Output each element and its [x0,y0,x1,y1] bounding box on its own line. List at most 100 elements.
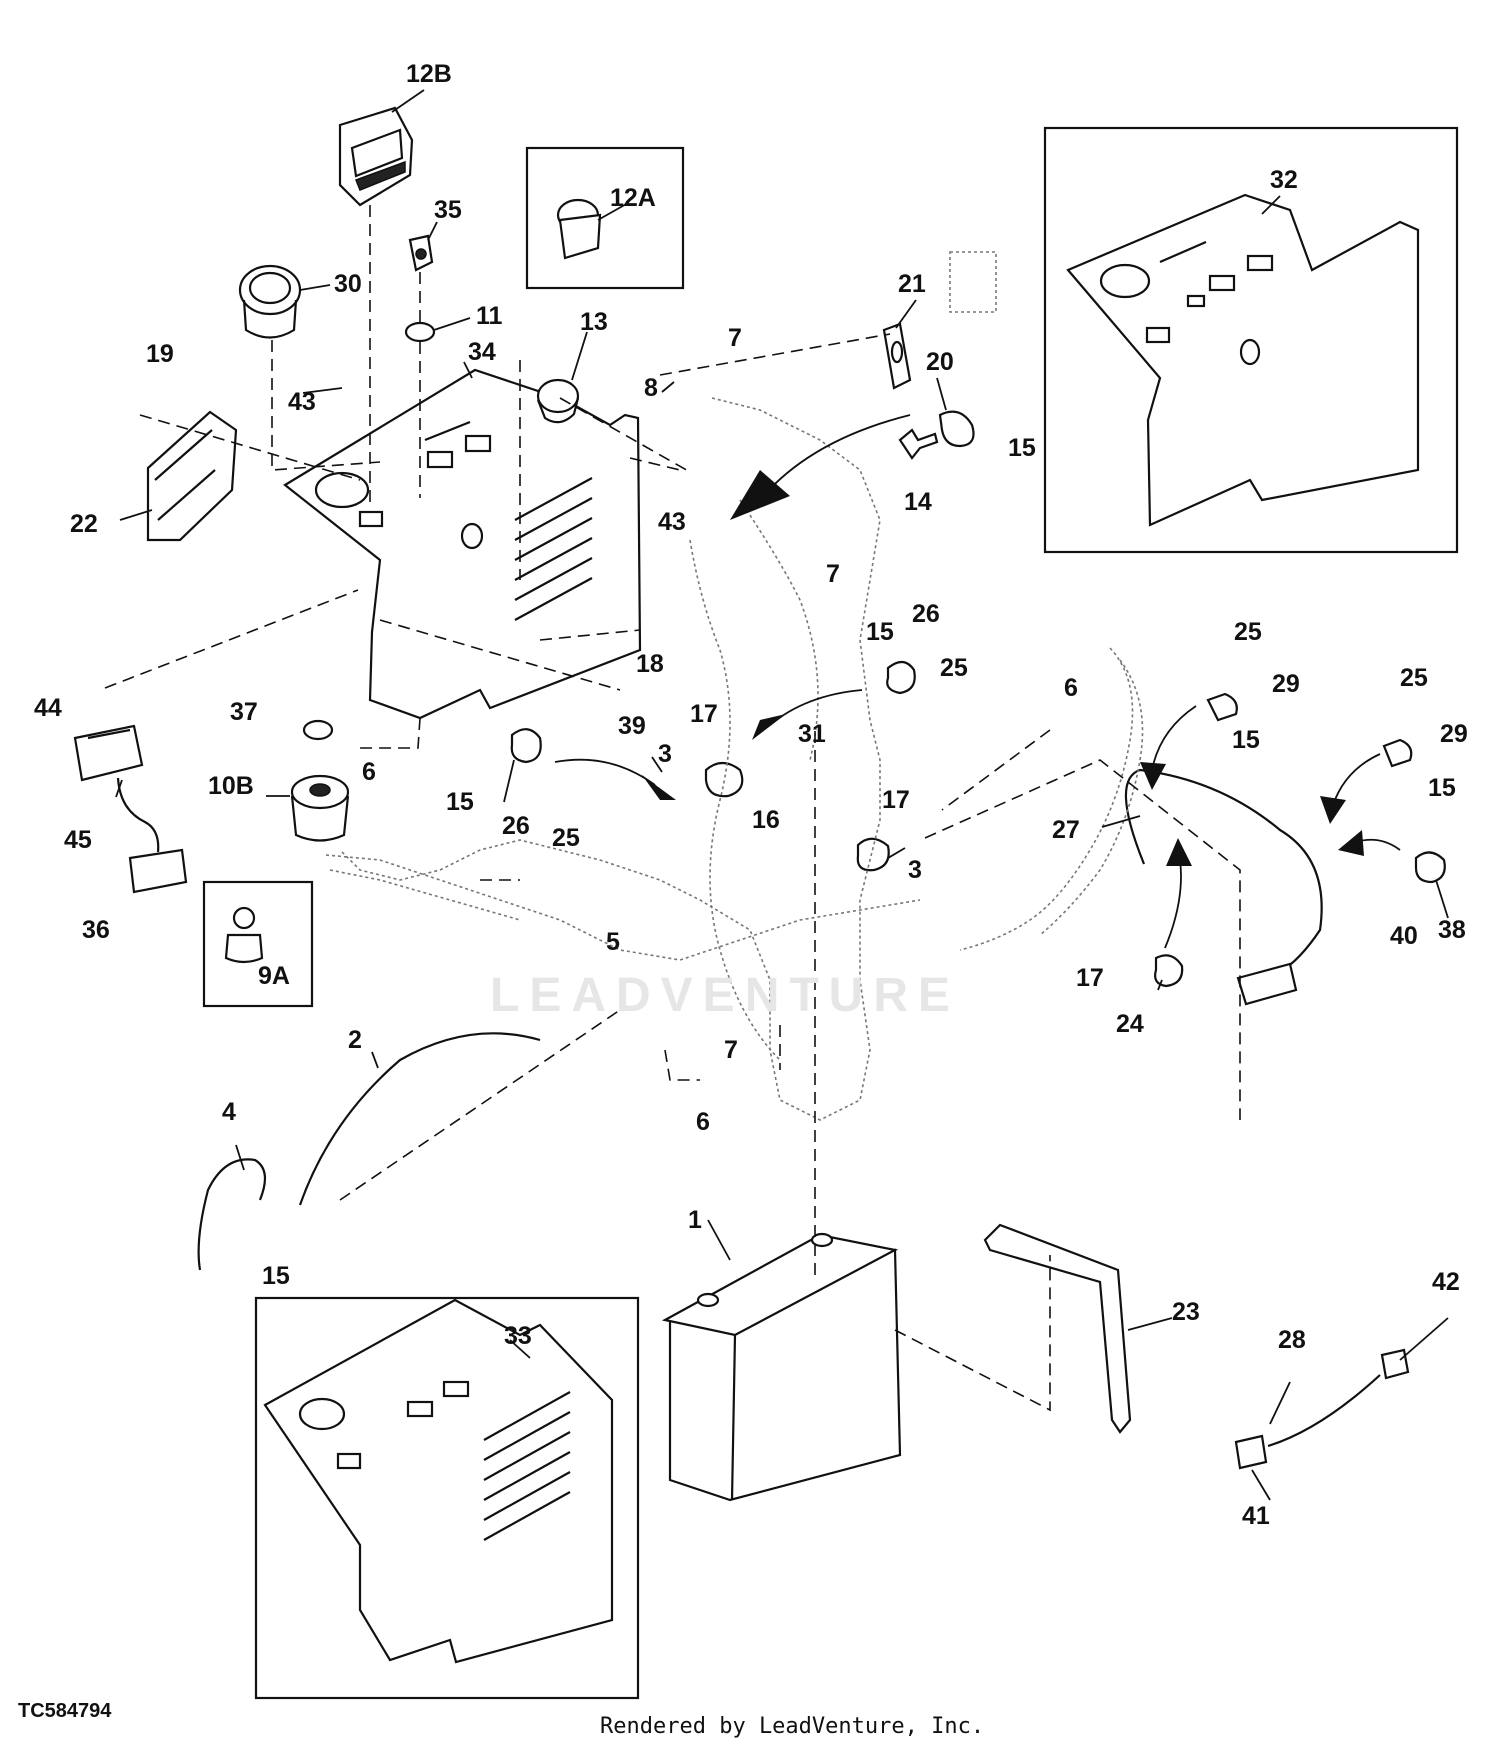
callout-35: 35 [434,196,462,224]
callout-29-a: 29 [1272,670,1300,698]
callout-leaders [115,89,1449,1501]
cable-2 [298,1032,541,1206]
harness-45 [116,777,160,853]
bolt-14 [898,428,939,460]
callout-27: 27 [1052,816,1080,844]
module-22 [146,410,238,542]
switch-12a [556,198,602,260]
switch-12b [338,106,414,207]
callout-11: 11 [476,302,503,330]
callout-32: 32 [1270,166,1298,194]
callout-36: 36 [82,916,110,944]
callout-45: 45 [64,826,92,854]
callout-3-left: 3 [658,740,672,768]
hold-down-23 [983,1223,1132,1434]
figure-id: TC584794 [18,1700,112,1722]
callout-16: 16 [752,806,780,834]
callout-15-mid: 15 [866,618,894,646]
callout-5: 5 [606,928,620,956]
clamp-20 [938,410,975,448]
callout-29-b: 29 [1440,720,1468,748]
callout-15-right-a: 15 [1232,726,1260,754]
callout-28: 28 [1278,1326,1306,1354]
plug-13 [536,378,580,424]
harness-28 [1234,1348,1410,1470]
callout-12b: 12B [406,60,452,88]
connector-27 [1236,962,1298,1006]
callout-44: 44 [34,694,62,722]
clamp-29-left [1206,692,1238,722]
callout-18: 18 [636,650,664,678]
callout-6-lower: 6 [696,1108,710,1136]
callout-40: 40 [1390,922,1418,950]
callout-25-mid: 25 [552,824,580,852]
callout-labels: 12B 12A 35 30 11 13 19 43 34 22 7 8 21 2… [34,60,1468,1530]
callout-7-lower: 7 [724,1036,738,1064]
callout-17-right: 17 [1076,964,1104,992]
watermark: LEADVENTURE [490,969,961,1022]
clamp-3-upper [704,761,744,798]
panel-34 [283,368,642,720]
callout-43-left: 43 [288,388,316,416]
inset-frame-12a [525,146,685,290]
callout-9a: 9A [258,962,290,990]
callout-4: 4 [222,1098,236,1126]
relay-44 [73,724,144,782]
callout-14: 14 [904,488,932,516]
callout-34: 34 [468,338,496,366]
panel-33 [263,1298,614,1664]
callout-8: 8 [644,374,658,402]
callout-13: 13 [580,308,608,336]
clamp-26-right [886,660,916,695]
direction-arrows [554,414,1401,949]
key-35 [408,234,434,272]
callout-3-right: 3 [908,856,922,884]
callout-42: 42 [1432,1268,1460,1296]
callout-19: 19 [146,340,174,368]
callout-41: 41 [1242,1502,1270,1530]
callout-15-top: 15 [1008,434,1036,462]
battery-1 [661,1232,902,1502]
callout-17-left: 17 [690,700,718,728]
callout-25-right-a: 25 [1234,618,1262,646]
connector-36 [128,848,188,894]
callout-10b: 10B [208,772,254,800]
callout-43-right: 43 [658,508,686,536]
footer-credit: Rendered by LeadVenture, Inc. [600,1714,985,1739]
callout-7-mid: 7 [826,560,840,588]
callout-25-top: 25 [940,654,968,682]
cable-27 [1124,768,1323,973]
clamp-3-lower [856,837,890,872]
bracket-21 [882,322,912,390]
callout-6-left: 6 [362,758,376,786]
callout-26-left: 26 [502,812,530,840]
callout-7-top: 7 [728,324,742,352]
inset-frame-33 [254,1296,640,1700]
callout-15-bottom: 15 [262,1262,290,1290]
callout-22: 22 [70,510,98,538]
callout-1: 1 [688,1206,702,1234]
callout-38: 38 [1438,916,1466,944]
nut-11 [404,321,436,343]
callout-17-mid: 17 [882,786,910,814]
callout-12a: 12A [610,184,656,212]
socket-10b [290,774,350,842]
clamp-24 [1154,954,1184,988]
callout-23: 23 [1172,1298,1200,1326]
gauge-30 [238,264,302,339]
callout-37: 37 [230,698,258,726]
inset-frame-32 [1043,126,1459,554]
socket-9a [224,906,264,964]
callout-30: 30 [334,270,362,298]
callout-21: 21 [898,270,926,298]
callout-33: 33 [504,1322,532,1350]
callout-39: 39 [618,712,646,740]
tractor-frame-ghost [325,251,1144,1121]
callout-15-mid-left: 15 [446,788,474,816]
callout-31: 31 [798,720,826,748]
callout-26-right: 26 [912,600,940,628]
cable-4 [197,1158,267,1271]
callout-15-right-b: 15 [1428,774,1456,802]
ring-37 [302,719,334,741]
callout-20: 20 [926,348,954,376]
